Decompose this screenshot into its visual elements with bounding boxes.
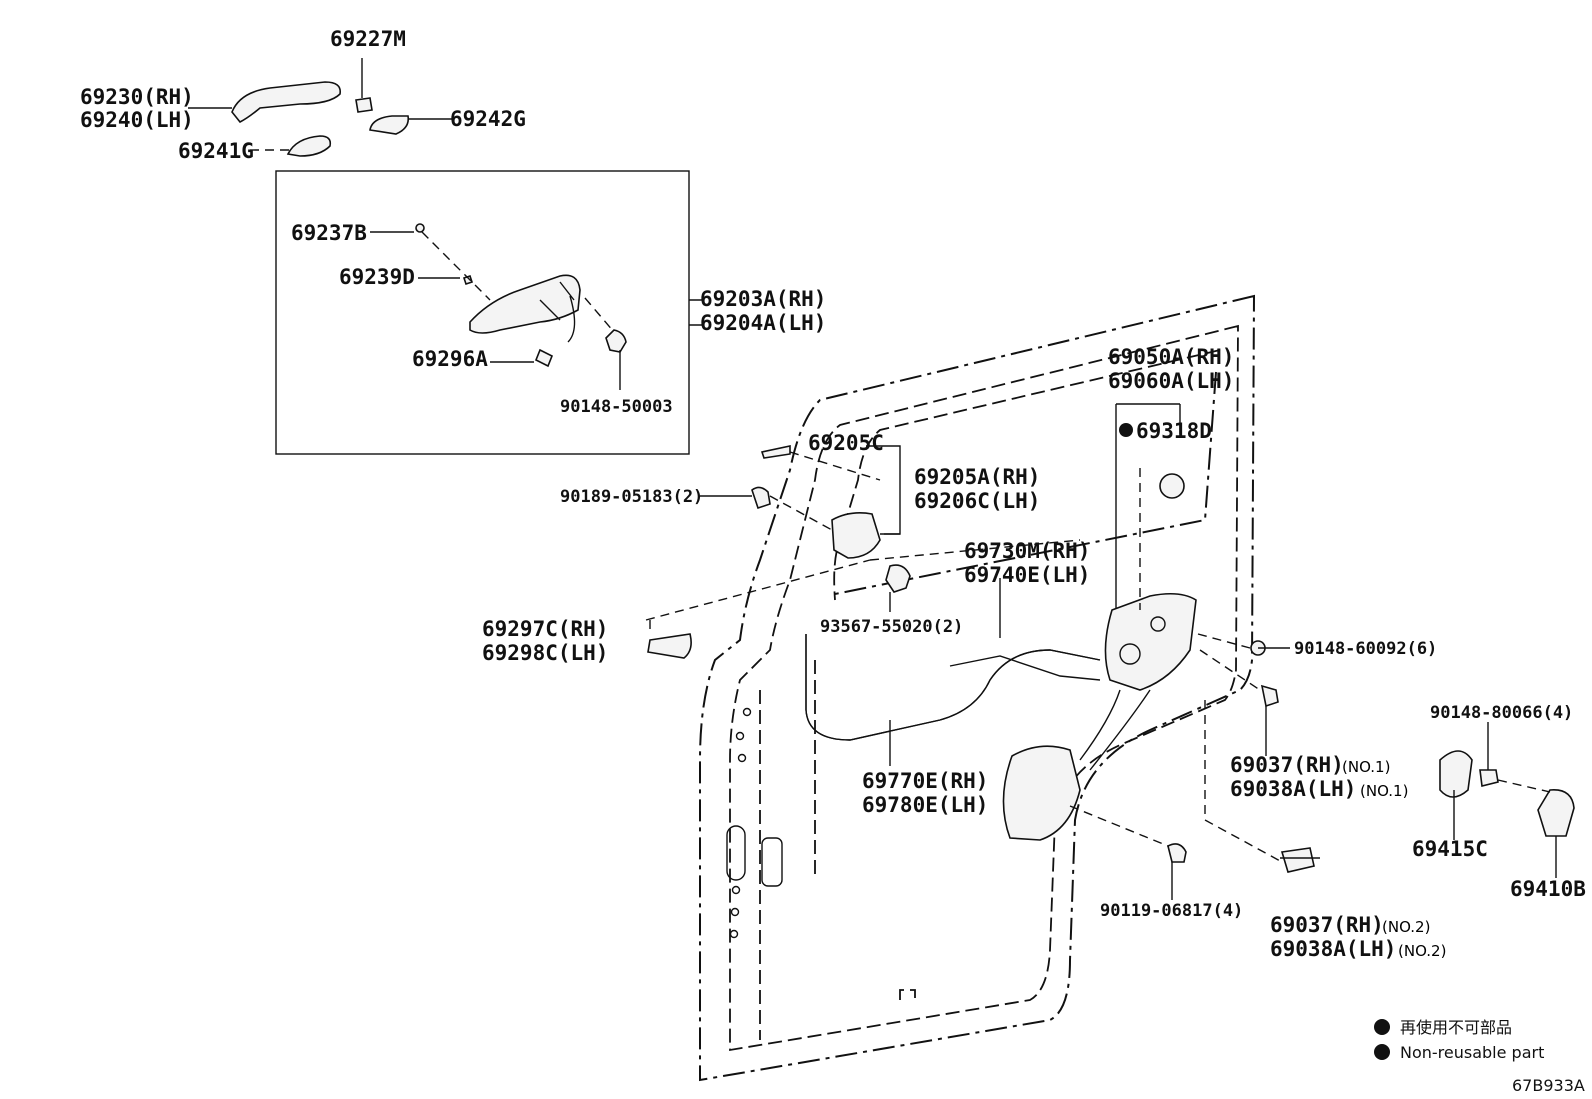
label-69050A: 69050A(RH) bbox=[1108, 345, 1234, 369]
leader-lines-box bbox=[370, 231, 704, 390]
label-69230: 69230(RH) bbox=[80, 85, 194, 109]
label-69415C: 69415C bbox=[1412, 837, 1488, 861]
label-90148-80066: 90148-80066(4) bbox=[1430, 703, 1573, 723]
label-69038A-no2: 69038A(LH) bbox=[1270, 937, 1396, 961]
label-69204A: 69204A(LH) bbox=[700, 311, 826, 335]
label-69241G: 69241G bbox=[178, 139, 254, 163]
label-69227M: 69227M bbox=[330, 27, 406, 51]
label-69038A-no1: 69038A(LH) bbox=[1230, 777, 1356, 801]
label-69410B: 69410B bbox=[1510, 877, 1586, 901]
label-69038A-no1-suffix: (NO.1) bbox=[1360, 782, 1408, 800]
legend: 再使用不可部品 Non-reusable part bbox=[1374, 1018, 1544, 1062]
assembly-box bbox=[275, 170, 690, 455]
label-69037-no2-suffix: (NO.2) bbox=[1382, 918, 1430, 936]
non-reusable-marker bbox=[1119, 423, 1133, 437]
outside-handle bbox=[231, 81, 410, 157]
leader-lines-top bbox=[188, 58, 452, 151]
door-holes bbox=[726, 707, 783, 939]
legend-text-jp: 再使用不可部品 bbox=[1400, 1018, 1512, 1037]
label-69770E: 69770E(RH) bbox=[862, 769, 988, 793]
label-90119: 90119-06817(4) bbox=[1100, 901, 1243, 921]
label-90148-60092: 90148-60092(6) bbox=[1294, 639, 1437, 659]
label-69240: 69240(LH) bbox=[80, 108, 194, 132]
label-69780E: 69780E(LH) bbox=[862, 793, 988, 817]
cables bbox=[805, 634, 1101, 741]
handle-frame bbox=[415, 223, 627, 368]
part-labels: 69227M 69230(RH) 69240(LH) 69242G 69241G… bbox=[80, 27, 1586, 961]
label-69242G: 69242G bbox=[450, 107, 526, 131]
label-90148-50003: 90148-50003 bbox=[560, 397, 673, 417]
label-69203A: 69203A(RH) bbox=[700, 287, 826, 311]
label-90189: 90189-05183(2) bbox=[560, 487, 703, 507]
label-69318D: 69318D bbox=[1136, 419, 1212, 443]
leader-lines-mid-left bbox=[645, 445, 1081, 632]
label-69298C: 69298C(LH) bbox=[482, 641, 608, 665]
leader-lines-lock bbox=[889, 403, 1290, 900]
label-69740E: 69740E(LH) bbox=[964, 563, 1090, 587]
door-lock bbox=[1002, 473, 1320, 873]
diagram-id: 67B933A bbox=[1512, 1076, 1585, 1095]
label-69297C: 69297C(RH) bbox=[482, 617, 608, 641]
label-69205C: 69205C bbox=[808, 431, 884, 455]
legend-marker-2 bbox=[1374, 1044, 1390, 1060]
label-69037-no2: 69037(RH) bbox=[1270, 913, 1384, 937]
label-69730M: 69730M(RH) bbox=[964, 539, 1090, 563]
label-69206C: 69206C(LH) bbox=[914, 489, 1040, 513]
legend-marker-1 bbox=[1374, 1019, 1390, 1035]
label-69037-no1: 69037(RH) bbox=[1230, 753, 1344, 777]
label-69205A: 69205A(RH) bbox=[914, 465, 1040, 489]
label-69037-no1-suffix: (NO.1) bbox=[1342, 758, 1390, 776]
label-69237B: 69237B bbox=[291, 221, 367, 245]
label-93567: 93567-55020(2) bbox=[820, 617, 963, 637]
label-69060A: 69060A(LH) bbox=[1108, 369, 1234, 393]
label-69296A: 69296A bbox=[412, 347, 488, 371]
legend-text-en: Non-reusable part bbox=[1400, 1043, 1544, 1062]
inside-handle-parts bbox=[647, 445, 911, 659]
label-69038A-no2-suffix: (NO.2) bbox=[1398, 942, 1446, 960]
door-panel bbox=[699, 294, 1256, 1082]
striker-parts bbox=[1439, 722, 1575, 878]
label-69239D: 69239D bbox=[339, 265, 415, 289]
